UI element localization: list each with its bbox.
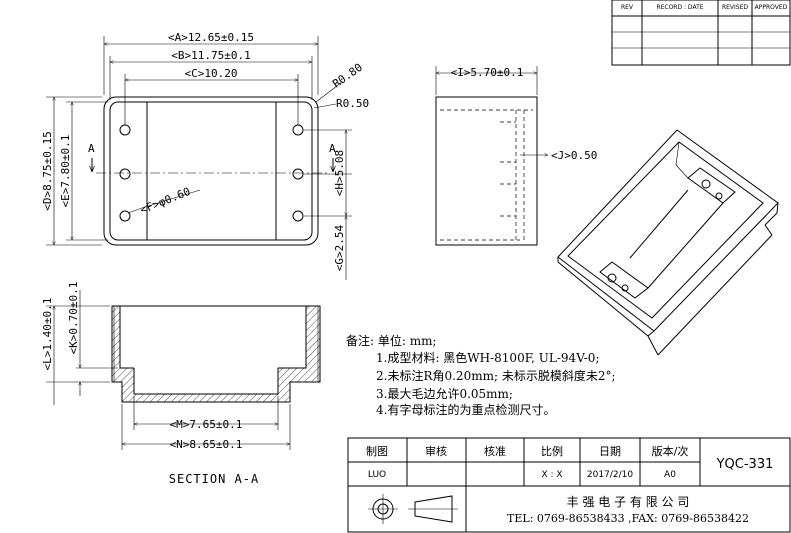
dim-r1: R0.80 <box>330 61 365 91</box>
date-label: 日期 <box>599 445 621 458</box>
dim-m: <M>7.65±0.1 <box>170 418 243 431</box>
side-view: <I>5.70±0.1 <J>0.50 <box>435 66 597 246</box>
record-date-header: RECORD : DATE <box>656 4 703 11</box>
approve-label: 核准 <box>484 444 506 458</box>
dim-l: <L>1.40±0.1 <box>41 298 54 371</box>
section-mark-right: A <box>329 142 336 155</box>
part-number: YQC-331 <box>716 457 774 472</box>
isometric-view <box>557 129 779 356</box>
projection-symbol-icon <box>368 494 458 524</box>
dim-r2: R0.50 <box>336 97 369 110</box>
dim-i: <I>5.70±0.1 <box>451 66 524 79</box>
dim-b: <B>11.75±0.1 <box>171 49 250 62</box>
dim-e: <E>7.80±0.1 <box>59 135 72 208</box>
notes: 备注: 单位: mm; 1.成型材料: 黑色WH-8100F, UL-94V-0… <box>346 333 616 417</box>
note-4: 4.有字母标注的为重点检测尺寸。 <box>376 402 555 417</box>
note-3: 3.最大毛边允许0.05mm; <box>376 386 513 401</box>
drawn-label: 制图 <box>366 445 388 458</box>
revised-header: REVISED <box>722 4 748 11</box>
dim-k: <K>0.70±0.1 <box>67 282 80 355</box>
dim-a: <A>12.65±0.15 <box>168 31 254 44</box>
dim-c: <C>10.20 <box>185 67 238 80</box>
dim-n: <N>8.65±0.1 <box>170 438 243 451</box>
scale-label: 比例 <box>541 444 563 458</box>
dim-g: <G>2.54 <box>333 224 346 271</box>
rev-header: REV <box>621 4 634 11</box>
drawn-value: LUO <box>368 470 386 480</box>
company-name: 丰 强 电 子 有 限 公 司 <box>567 495 690 509</box>
front-view: A A <A>12.65±0.15 <B>11.75±0.1 <C>10.20 … <box>41 31 369 280</box>
review-label: 审核 <box>425 444 447 458</box>
note-1: 1.成型材料: 黑色WH-8100F, UL-94V-0; <box>376 351 600 365</box>
approved-header: APPROVED <box>755 4 788 11</box>
section-title: SECTION A-A <box>169 472 259 486</box>
dim-j: <J>0.50 <box>551 149 597 162</box>
version-value: A0 <box>664 470 676 480</box>
version-label: 版本/次 <box>652 444 689 458</box>
notes-heading: 备注: 单位: mm; <box>346 333 437 348</box>
section-view: <L>1.40±0.1 <K>0.70±0.1 <M>7.65±0.1 <N>8… <box>41 282 321 486</box>
dim-h: <H>5.08 <box>333 150 346 196</box>
company-contact: TEL: 0769-86538433 ,FAX: 0769-86538422 <box>507 512 749 525</box>
dim-d: <D>8.75±0.15 <box>41 131 54 210</box>
dim-f: <F>φ0.60 <box>138 185 192 217</box>
date-value: 2017/2/10 <box>587 470 633 480</box>
section-mark-left: A <box>88 142 95 155</box>
title-block: 制图 审核 核准 比例 日期 版本/次 LUO X : X 2017/2/10 … <box>347 437 791 533</box>
note-2: 2.未标注R角0.20mm; 未标示脱模斜度未2°; <box>376 368 616 383</box>
scale-value: X : X <box>541 470 562 480</box>
revision-table: REV RECORD : DATE REVISED APPROVED <box>611 0 791 66</box>
